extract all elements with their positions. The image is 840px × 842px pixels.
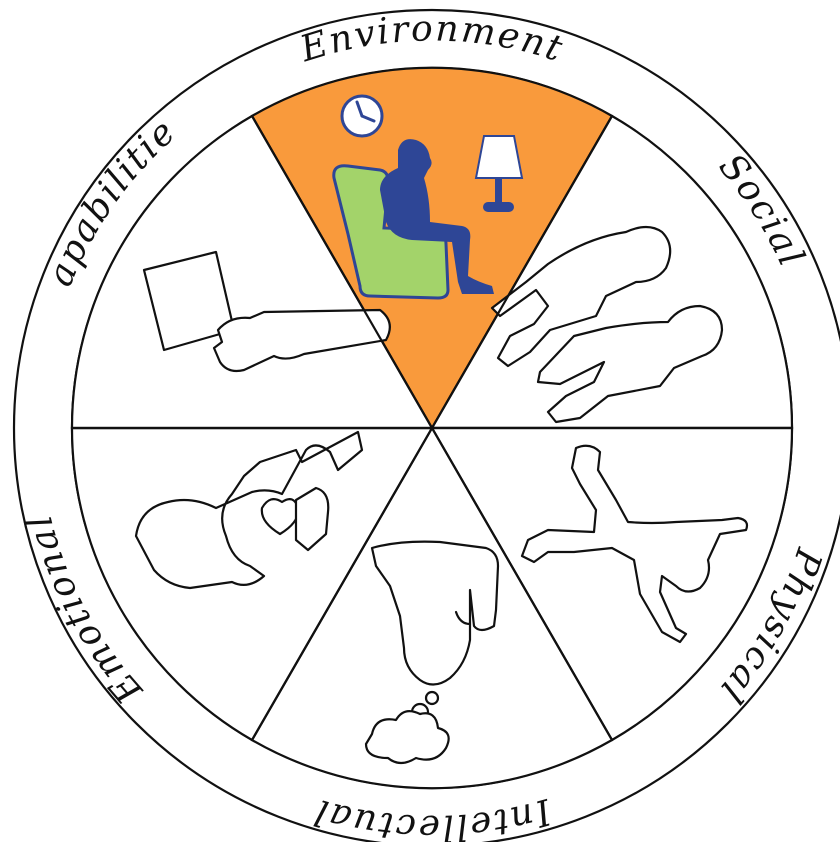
thought-bubble-icon <box>364 690 450 765</box>
thinking-person-icon <box>370 540 500 686</box>
spokes <box>72 115 792 741</box>
segment-physical[interactable] <box>430 426 794 742</box>
person-with-heart-icon <box>134 430 364 590</box>
social-illustration <box>490 225 724 424</box>
clock-icon <box>340 94 384 138</box>
lamp-icon <box>474 135 524 212</box>
intellectual-illustration <box>364 540 500 765</box>
segment-capabilities[interactable] <box>70 114 434 430</box>
stretching-person-icon <box>520 444 749 644</box>
capabilities-illustration <box>142 250 391 373</box>
emotional-illustration <box>134 430 364 590</box>
seated-person-icon <box>380 139 494 294</box>
two-people-walking-icon <box>490 225 724 424</box>
hand-holding-paper-icon <box>142 250 391 373</box>
environment-illustration <box>332 94 524 300</box>
physical-illustration <box>520 444 749 644</box>
